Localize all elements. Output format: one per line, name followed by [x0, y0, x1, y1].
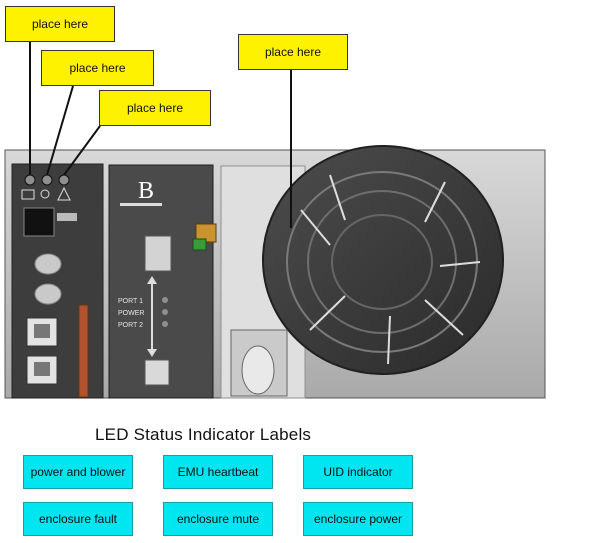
rj45-port-2-jack [34, 362, 50, 376]
enclosure-symbol-icon [21, 189, 35, 200]
port1-led [162, 297, 168, 303]
fan-ring-3 [331, 214, 433, 310]
enclosure-illustration: B PORT 1 POWER PORT 2 [4, 42, 546, 399]
fan-blade-4 [439, 261, 481, 267]
callout-line-2 [46, 85, 74, 176]
label-chip-enclosure-fault[interactable]: enclosure fault [23, 502, 133, 536]
module-letter: B [138, 178, 154, 204]
module-latch [144, 235, 172, 272]
label-chip-enclosure-power[interactable]: enclosure power [303, 502, 413, 536]
warning-icon [57, 186, 71, 201]
led-emu-heartbeat [41, 174, 53, 186]
bulb-icon [40, 189, 50, 199]
callout-line-3 [63, 125, 101, 176]
fan-blade-2 [329, 174, 346, 221]
rj45-port-1-jack [34, 324, 50, 338]
drop-target-4[interactable]: place here [238, 34, 348, 70]
label-chip-enclosure-mute[interactable]: enclosure mute [163, 502, 273, 536]
label-chip-emu-heartbeat[interactable]: EMU heartbeat [163, 455, 273, 489]
arrow-up-icon [147, 276, 157, 284]
emu-display [23, 207, 55, 237]
fan-ring-2 [307, 190, 457, 334]
port1-label: PORT 1 [118, 298, 143, 305]
fan-outer [262, 145, 504, 375]
fan-blade-1 [300, 209, 331, 246]
port2-label: PORT 2 [118, 322, 143, 329]
fan-lever-grip [241, 345, 275, 395]
fan-blade-6 [387, 315, 391, 365]
emu-label-strip [57, 213, 77, 221]
power-led [162, 309, 168, 315]
fan-blade-5 [424, 299, 464, 336]
module-bottom-port [144, 359, 170, 386]
emu-orange-handle [78, 304, 89, 398]
led-power-blower [24, 174, 36, 186]
emu-button-1 [34, 253, 62, 275]
fan-blade-3 [424, 181, 446, 223]
module-strip [120, 203, 162, 206]
drop-target-2[interactable]: place here [41, 50, 154, 86]
arrow-down-icon [147, 349, 157, 357]
drop-target-1[interactable]: place here [5, 6, 115, 42]
hardware-diagram: B PORT 1 POWER PORT 2 [4, 42, 546, 399]
labels-section-title: LED Status Indicator Labels [95, 425, 312, 444]
fan-blade-7 [309, 295, 346, 331]
label-chip-power-and-blower[interactable]: power and blower [23, 455, 133, 489]
led-uid [58, 174, 70, 186]
port2-led [162, 321, 168, 327]
module-connector-green [192, 238, 207, 251]
emu-button-2 [34, 283, 62, 305]
drop-target-3[interactable]: place here [99, 90, 211, 126]
power-label: POWER [118, 310, 144, 317]
label-chip-uid-indicator[interactable]: UID indicator [303, 455, 413, 489]
